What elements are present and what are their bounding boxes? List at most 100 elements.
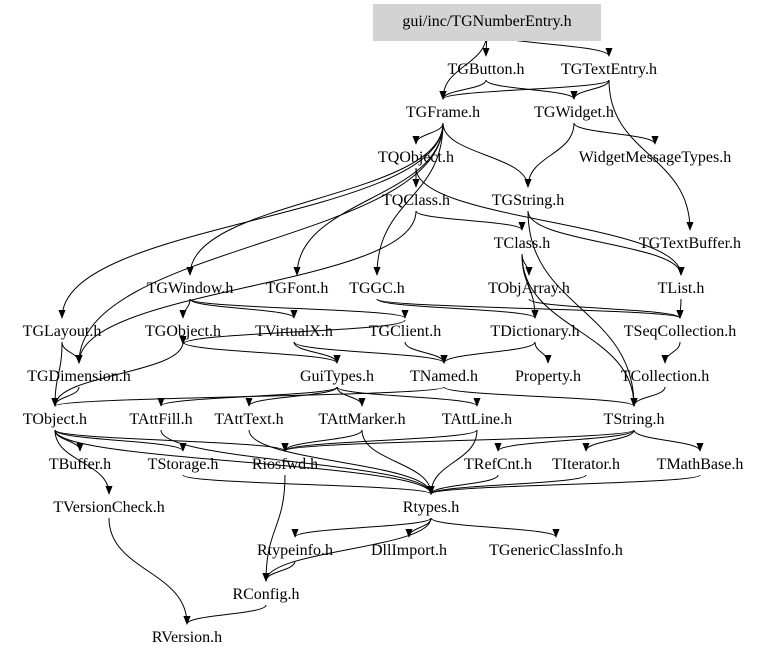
node-label: TGTextBuffer.h <box>639 235 741 252</box>
edge-gui-types-to-tatt-line <box>336 386 481 407</box>
node-label: TGLayout.h <box>23 323 102 340</box>
node-label: DllImport.h <box>371 542 447 559</box>
edge-tobject-to-riosfwd <box>54 429 289 452</box>
edge-tatt-fill-to-rtypes <box>160 429 435 495</box>
node-tgeneric-class-info[interactable]: TGenericClassInfo.h <box>489 542 623 559</box>
edge-tstring-to-tref-cnt <box>494 429 635 452</box>
node-tatt-line[interactable]: TAttLine.h <box>442 411 512 428</box>
node-tqclass[interactable]: TQClass.h <box>382 192 450 209</box>
node-tlist[interactable]: TList.h <box>658 280 705 297</box>
node-label: TQClass.h <box>382 192 450 209</box>
node-label: TGenericClassInfo.h <box>489 542 623 559</box>
edge-tgtext-entry-to-tgframe <box>439 79 610 100</box>
node-label: TGGC.h <box>349 280 405 297</box>
node-tgobject[interactable]: TGObject.h <box>145 323 221 340</box>
node-label: TQObject.h <box>378 149 454 166</box>
node-tstring[interactable]: TString.h <box>604 411 665 428</box>
node-tgtext-entry[interactable]: TGTextEntry.h <box>561 61 657 78</box>
edge-tstorage-to-rtypes <box>182 474 435 495</box>
node-label: TGTextEntry.h <box>561 61 657 78</box>
node-tgframe[interactable]: TGFrame.h <box>406 104 480 121</box>
node-tdictionary[interactable]: TDictionary.h <box>490 323 579 340</box>
node-tqobject[interactable]: TQObject.h <box>378 149 454 166</box>
node-tnamed[interactable]: TNamed.h <box>410 368 478 385</box>
node-tglayout[interactable]: TGLayout.h <box>23 323 102 340</box>
edge-tgtext-entry-to-tgtext-buffer <box>608 79 694 231</box>
node-rversion[interactable]: RVersion.h <box>152 629 222 646</box>
edge-tgstring-to-tstring <box>527 210 638 407</box>
edge-tobject-to-tversion-check <box>54 429 113 495</box>
node-label: TStorage.h <box>148 456 219 473</box>
node-label: TGClient.h <box>369 323 441 340</box>
node-label: TGWindow.h <box>147 280 234 297</box>
edge-tgwindow-to-tgobject <box>179 298 191 319</box>
node-tggc[interactable]: TGGC.h <box>349 280 405 297</box>
node-label: RConfig.h <box>232 586 299 603</box>
node-tgwidget[interactable]: TGWidget.h <box>534 104 614 121</box>
node-label: TDictionary.h <box>490 323 579 340</box>
node-tgwindow[interactable]: TGWindow.h <box>147 280 234 297</box>
node-tobj-array[interactable]: TObjArray.h <box>488 280 570 297</box>
edge-tatt-line-to-rtypes <box>427 429 478 495</box>
node-tgbutton[interactable]: TGButton.h <box>448 61 525 78</box>
node-rconfig[interactable]: RConfig.h <box>232 586 299 603</box>
node-tref-cnt[interactable]: TRefCnt.h <box>464 456 532 473</box>
edge-tvirtual-x-to-tnamed <box>293 341 448 364</box>
node-label: Rtypeinfo.h <box>257 542 333 559</box>
node-tstorage[interactable]: TStorage.h <box>148 456 219 473</box>
node-tvirtual-x[interactable]: TVirtualX.h <box>255 323 333 340</box>
edge-tlist-to-tseq-collection <box>676 298 684 319</box>
node-label: TGWidget.h <box>534 104 614 121</box>
edge-tvirtual-x-to-gui-types <box>293 341 341 364</box>
node-label: TObjArray.h <box>488 280 570 297</box>
edge-tnamed-to-tstring <box>443 386 638 407</box>
node-tbuffer[interactable]: TBuffer.h <box>49 456 111 473</box>
edge-tstring-to-titerator <box>582 429 635 452</box>
edge-tgframe-to-tgdimension <box>75 122 444 364</box>
node-rtypeinfo[interactable]: Rtypeinfo.h <box>257 542 333 559</box>
edge-gui-types-to-tatt-text <box>245 386 338 407</box>
node-tgclient[interactable]: TGClient.h <box>369 323 441 340</box>
edge-tobj-array-to-tseq-collection <box>528 298 684 319</box>
edge-tstring-to-riosfwd <box>281 429 635 452</box>
node-label: TAttText.h <box>214 411 283 428</box>
node-tgstring[interactable]: TGString.h <box>492 192 564 209</box>
edge-rtypeinfo-to-rconfig <box>262 560 296 582</box>
node-rtypes[interactable]: Rtypes.h <box>403 499 459 516</box>
node-titerator[interactable]: TIterator.h <box>552 456 620 473</box>
node-tcollection[interactable]: TCollection.h <box>621 368 709 385</box>
edge-rtypes-to-rtypeinfo <box>291 517 432 538</box>
node-tobject[interactable]: TObject.h <box>23 411 87 428</box>
node-tatt-fill[interactable]: TAttFill.h <box>129 411 192 428</box>
node-label: TRefCnt.h <box>464 456 532 473</box>
node-tmath-base[interactable]: TMathBase.h <box>657 456 744 473</box>
node-tclass[interactable]: TClass.h <box>494 235 550 252</box>
node-label: Riosfwd.h <box>252 456 318 473</box>
node-tgfont[interactable]: TGFont.h <box>266 280 329 297</box>
edge-tgtext-entry-to-tgwidget <box>570 79 610 100</box>
node-label: Rtypes.h <box>403 499 459 516</box>
node-riosfwd[interactable]: Riosfwd.h <box>252 456 318 473</box>
node-tversion-check[interactable]: TVersionCheck.h <box>53 499 165 516</box>
edge-tglayout-to-tgdimension <box>61 341 83 364</box>
edge-rtypes-to-rconfig <box>262 517 432 582</box>
node-tatt-text[interactable]: TAttText.h <box>214 411 283 428</box>
node-tgtext-buffer[interactable]: TGTextBuffer.h <box>639 235 741 252</box>
node-property[interactable]: Property.h <box>515 368 581 385</box>
edge-rconfig-to-rversion <box>183 604 267 625</box>
node-widget-message-types[interactable]: WidgetMessageTypes.h <box>579 149 731 166</box>
edge-tgframe-to-tglayout <box>58 122 444 319</box>
node-gui-types[interactable]: GuiTypes.h <box>300 368 374 385</box>
edge-tatt-line-to-riosfwd <box>281 429 478 452</box>
node-tatt-marker[interactable]: TAttMarker.h <box>318 411 405 428</box>
node-tseq-collection[interactable]: TSeqCollection.h <box>624 323 736 340</box>
node-label: TGObject.h <box>145 323 221 340</box>
node-tgdimension[interactable]: TGDimension.h <box>27 368 131 385</box>
node-dll-import[interactable]: DllImport.h <box>371 542 447 559</box>
edge-tclass-to-tstring <box>521 253 638 407</box>
node-label: WidgetMessageTypes.h <box>579 149 731 166</box>
edge-tdictionary-to-tnamed <box>440 341 536 364</box>
node-label: TGFont.h <box>266 280 329 297</box>
root-node[interactable]: gui/inc/TGNumberEntry.h <box>373 4 601 41</box>
